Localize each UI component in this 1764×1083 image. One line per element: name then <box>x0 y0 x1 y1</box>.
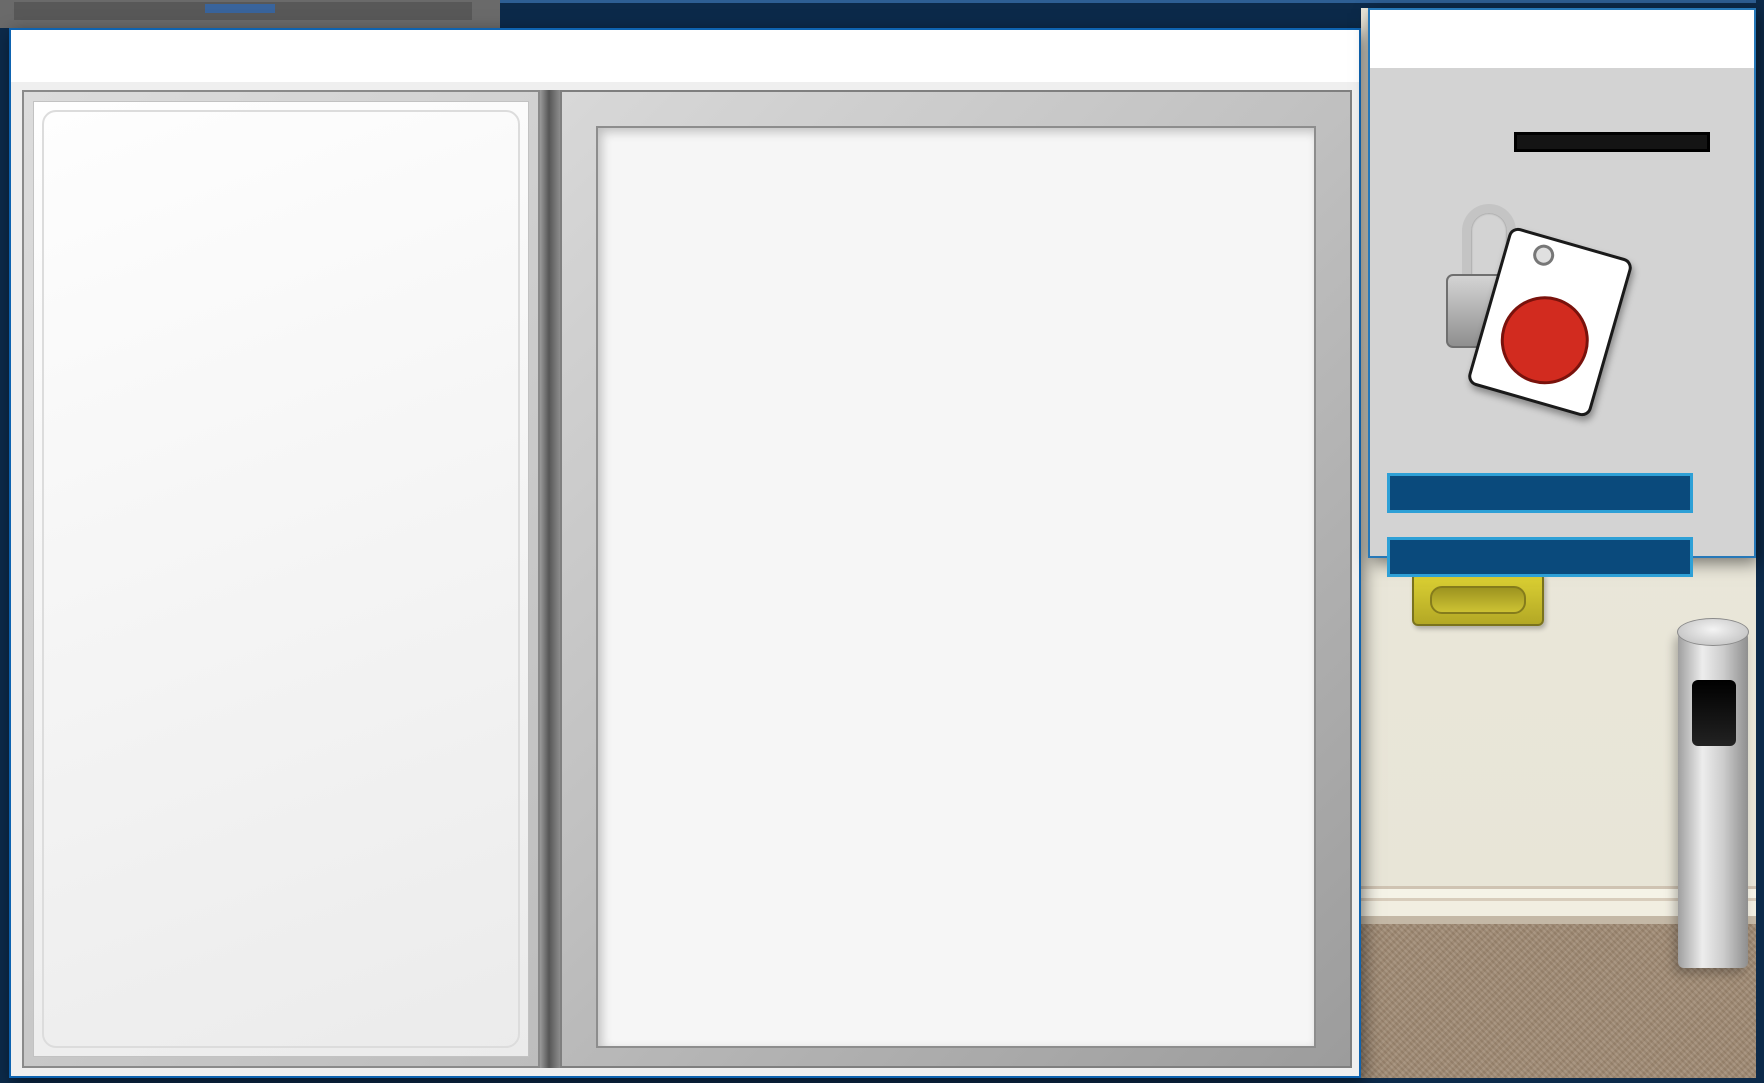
tag-grommet-icon <box>1530 242 1557 269</box>
door-handle-recess <box>1430 586 1526 614</box>
trash-can-opening <box>1692 680 1736 746</box>
trash-can-lid <box>1677 618 1749 646</box>
verify-dead-button[interactable] <box>1387 537 1693 577</box>
enclosure-door-panel <box>22 90 540 1068</box>
enclosure-box-panel <box>560 90 1352 1068</box>
enclosure-stage <box>11 82 1359 1076</box>
taskbar-fragment-blue <box>205 4 275 13</box>
background-window-edge <box>500 0 1764 3</box>
remove-lock-button[interactable] <box>1387 473 1693 513</box>
trash-can <box>1677 618 1749 968</box>
breaker-panel-body <box>1370 68 1754 577</box>
enclosure-door-outline <box>42 110 520 1048</box>
enclosure-door-face <box>33 101 529 1057</box>
breaker-window-titlebar[interactable] <box>1370 10 1754 68</box>
control-window-titlebar[interactable] <box>11 30 1359 82</box>
breaker-panel-window <box>1368 8 1756 577</box>
enclosure-box-face <box>596 126 1316 1048</box>
desktop-edge-right <box>1756 0 1764 1083</box>
danger-circle-icon <box>1490 285 1600 395</box>
door-handle <box>1412 572 1544 626</box>
control-box-enclosure-window <box>9 28 1361 1078</box>
hinge-strip <box>540 90 560 1068</box>
breaker-stack <box>1514 132 1710 152</box>
desktop-edge-bottom <box>0 1078 1764 1083</box>
